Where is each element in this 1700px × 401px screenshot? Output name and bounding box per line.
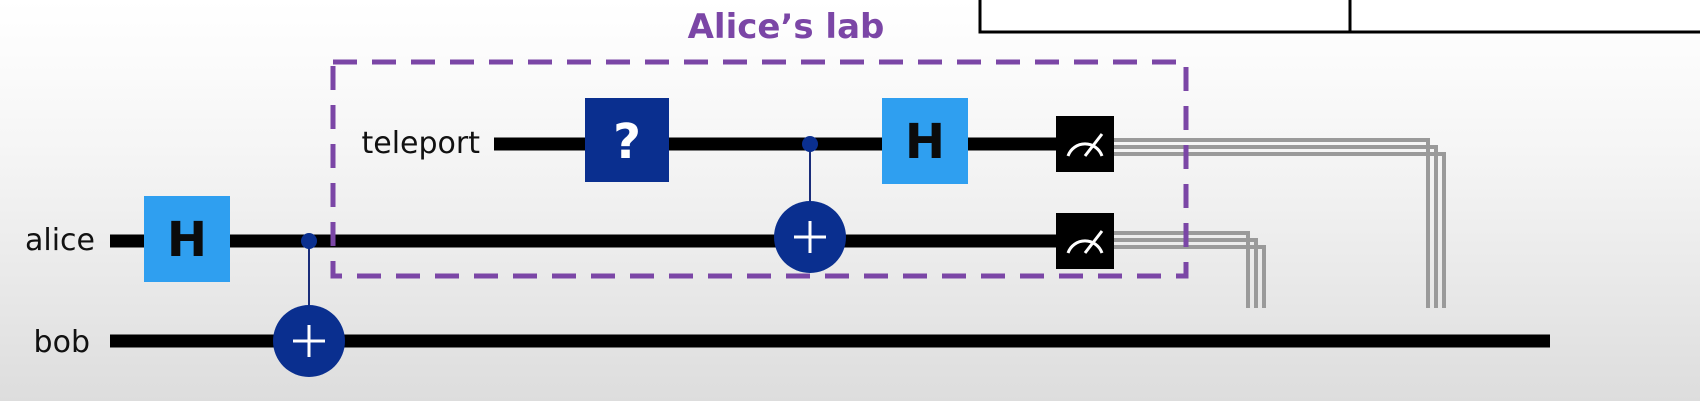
hadamard-gate-teleport-box xyxy=(882,98,968,184)
hadamard-gate-alice-box xyxy=(144,196,230,282)
cnot-teleport-to-alice[interactable] xyxy=(774,136,846,273)
hadamard-gate-teleport[interactable]: H xyxy=(882,98,968,184)
classical-wire-teleport xyxy=(1112,138,1446,308)
cnot-target-plus-icon xyxy=(273,305,345,377)
measurement-meter-icon xyxy=(1066,230,1104,254)
cnot-alice-to-bob[interactable] xyxy=(273,233,345,377)
classical-wire-alice xyxy=(1112,231,1266,308)
alices-lab-title: Alice’s lab xyxy=(688,7,885,47)
unknown-gate-teleport[interactable]: ? xyxy=(585,98,669,182)
hadamard-gate-alice[interactable]: H xyxy=(144,196,230,282)
wire-label-alice: alice xyxy=(25,223,95,258)
table-fragment-box xyxy=(978,0,1700,34)
measurement-meter-icon xyxy=(1066,133,1104,157)
control-dot-icon xyxy=(301,233,317,249)
hadamard-gate-teleport-label: H xyxy=(905,114,945,170)
top-table-fragment xyxy=(978,0,1700,34)
hadamard-gate-alice-label: H xyxy=(167,212,207,268)
wire-label-bob: bob xyxy=(34,325,90,360)
wire-label-teleport: teleport xyxy=(361,126,480,161)
unknown-gate-box xyxy=(585,98,669,182)
measurement-teleport[interactable] xyxy=(1056,116,1114,172)
alices-lab-boundary xyxy=(330,59,1189,279)
measurement-alice[interactable] xyxy=(1056,213,1114,269)
cnot-target-plus-icon xyxy=(774,201,846,273)
control-dot-icon xyxy=(802,136,818,152)
unknown-gate-label: ? xyxy=(613,114,641,170)
